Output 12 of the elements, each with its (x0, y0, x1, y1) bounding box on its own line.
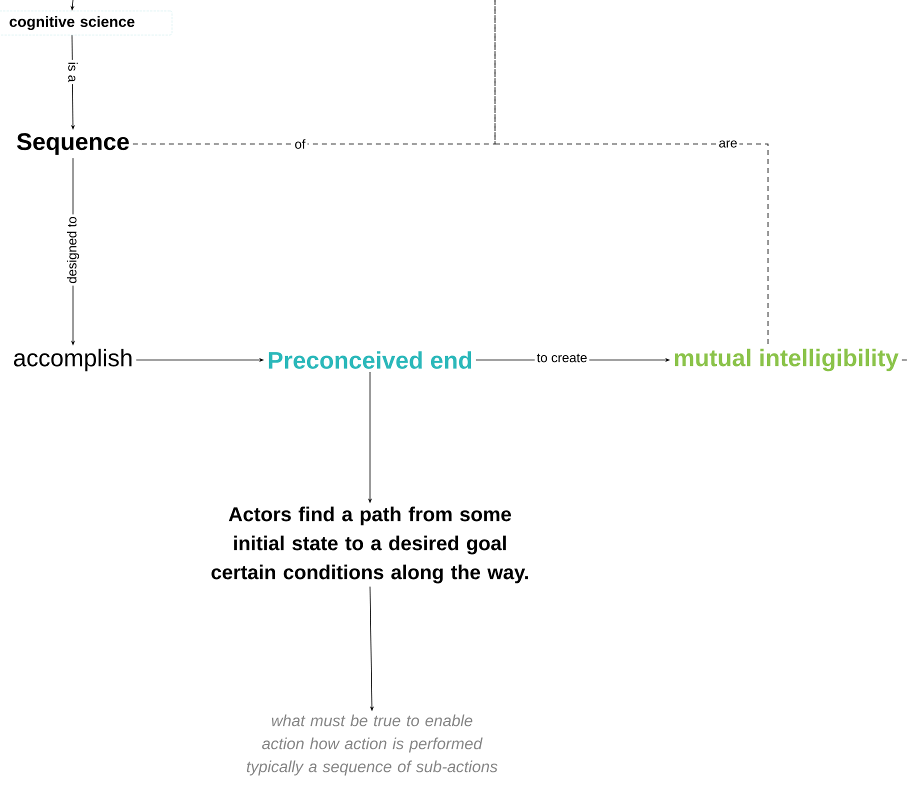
note-text: what must be true to enable action how action is performed typically a sequence of sub-actions (246, 714, 498, 776)
statement-text: Actors find a path from some initial state to a desired goal certain conditions along the way. (212, 506, 528, 584)
edge-label: designed to (64, 214, 82, 286)
edge-label: are (716, 138, 740, 150)
concept-box: cognitive science (0, 10, 172, 36)
edge-label: of (292, 137, 308, 151)
concept-label: mutual intelligibility (674, 348, 899, 372)
edge-label: is a (66, 60, 80, 84)
edge-label: to create (534, 352, 590, 364)
concept-label: Preconceived end (268, 351, 472, 369)
concept-label: Sequence (17, 133, 129, 155)
concept-label: accomplish (14, 348, 132, 372)
